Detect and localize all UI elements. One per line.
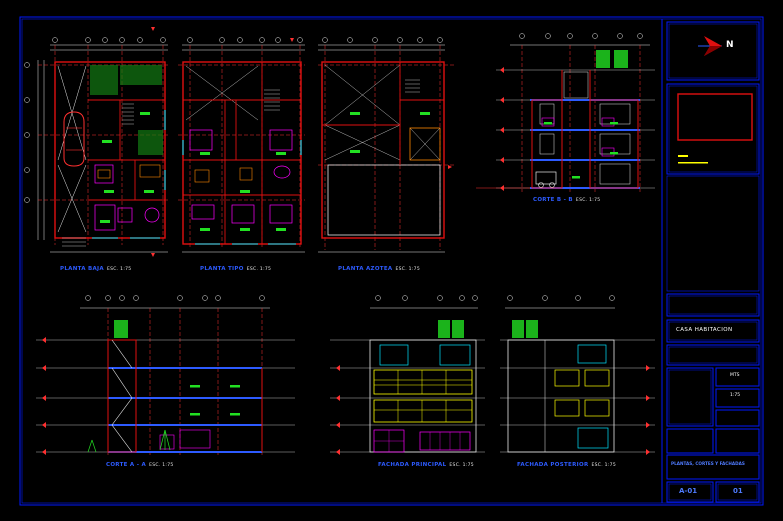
north-label: N bbox=[726, 40, 734, 50]
planta-tipo-drawing bbox=[178, 37, 305, 253]
title-block-units: MTS bbox=[730, 373, 740, 378]
corte-b-b-drawing bbox=[476, 33, 655, 192]
title-block bbox=[666, 21, 760, 503]
view-title-text: PLANTA TIPO bbox=[200, 266, 244, 272]
sheet-frame-outer bbox=[19, 16, 764, 506]
view-title-text: CORTE A - A bbox=[106, 462, 147, 468]
view-scale: ESC. 1:75 bbox=[449, 463, 474, 468]
title-block-scale-value: 1:75 bbox=[730, 393, 741, 398]
title-block-content: PLANTAS, CORTES Y FACHADAS bbox=[671, 461, 745, 466]
view-title-text: FACHADA PRINCIPAL bbox=[378, 462, 447, 468]
north-arrow-icon bbox=[698, 36, 722, 56]
view-title-text: PLANTA BAJA bbox=[60, 266, 104, 272]
view-scale: ESC. 1:75 bbox=[591, 463, 616, 468]
view-scale: ESC. 1:75 bbox=[149, 463, 174, 468]
view-scale: ESC. 1:75 bbox=[246, 267, 272, 272]
view-title-text: FACHADA POSTERIOR bbox=[517, 462, 589, 468]
title-block-sheet-number: 01 bbox=[733, 487, 743, 495]
title-block-project: CASA HABITACION bbox=[676, 327, 733, 333]
sheet-frame-inner bbox=[21, 18, 762, 504]
view-title-text: PLANTA AZOTEA bbox=[338, 266, 393, 272]
planta-azotea-drawing bbox=[318, 37, 455, 253]
view-title-text: CORTE B - B bbox=[533, 197, 573, 203]
planta-baja-drawing bbox=[24, 27, 170, 257]
title-block-sheet-code: A-01 bbox=[679, 487, 698, 495]
fachada-principal-drawing bbox=[330, 295, 485, 455]
view-scale: ESC. 1:75 bbox=[106, 267, 132, 272]
view-scale: ESC. 1:75 bbox=[575, 198, 601, 203]
view-scale: ESC. 1:75 bbox=[395, 267, 420, 272]
corte-a-a-drawing bbox=[36, 295, 295, 455]
fachada-posterior-drawing bbox=[500, 295, 655, 455]
